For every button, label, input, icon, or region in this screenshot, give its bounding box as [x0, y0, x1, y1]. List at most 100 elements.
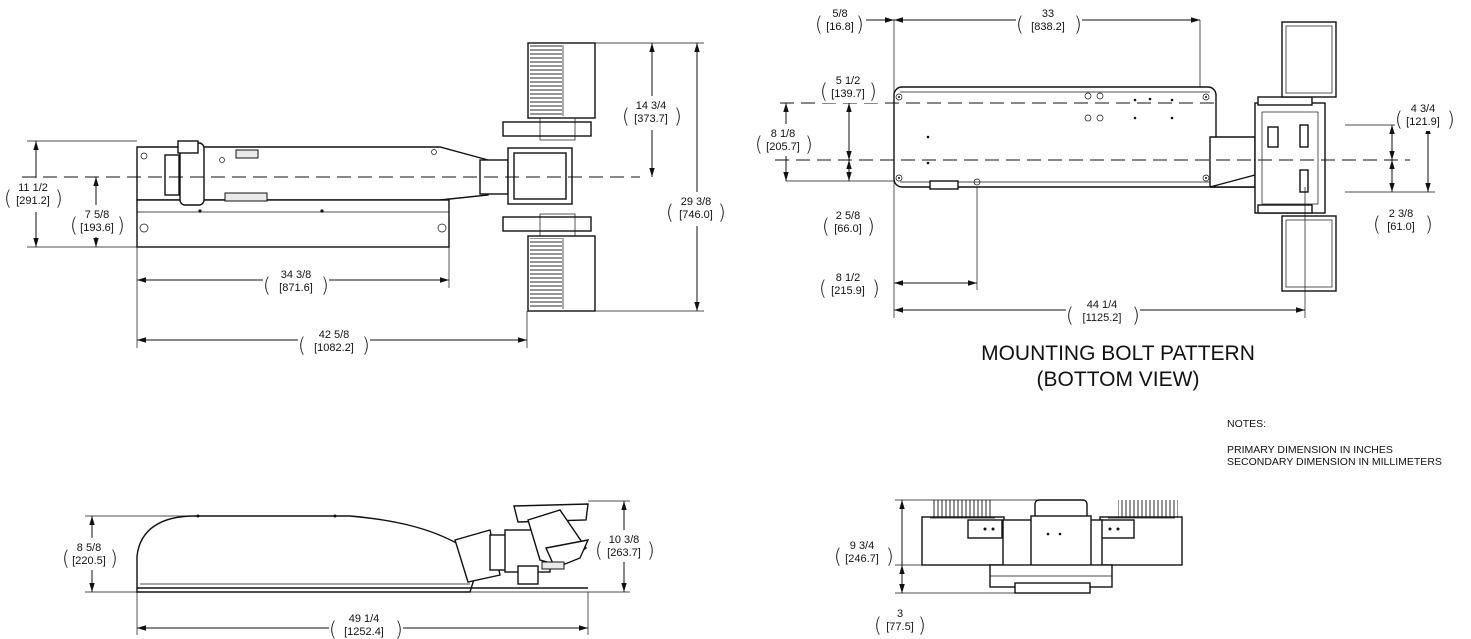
svg-text:(: (	[70, 213, 78, 237]
svg-text:(: (	[834, 544, 842, 568]
svg-text:(: (	[263, 273, 271, 297]
svg-text:): )	[674, 104, 682, 128]
dim-mm: [263.7]	[607, 547, 641, 559]
svg-text:): )	[869, 79, 877, 103]
svg-text:(: (	[755, 132, 763, 156]
dim-in: 33	[1042, 8, 1054, 20]
dim-first-bolt: () 8 1/2 [215.9]	[819, 268, 881, 300]
svg-text:): )	[362, 333, 370, 357]
notes-block: NOTES: PRIMARY DIMENSION IN INCHES SECON…	[1227, 418, 1442, 468]
dim-in: 2 3/8	[1389, 208, 1413, 220]
dim-mm: [121.9]	[1406, 116, 1440, 128]
svg-text:(: (	[1016, 12, 1024, 36]
svg-text:): )	[856, 12, 864, 36]
dim-in: 7 5/8	[85, 209, 109, 221]
notes-heading: NOTES:	[1227, 418, 1266, 430]
svg-text:(: (	[815, 12, 823, 36]
dim-head-half: () 14 3/4 [373.7]	[622, 96, 682, 130]
svg-text:): )	[117, 213, 125, 237]
svg-text:): )	[321, 273, 329, 297]
dim-body-height: () 8 5/8 [220.5]	[62, 538, 118, 570]
dim-slot-upper: () 4 3/4 [121.9]	[1395, 99, 1455, 131]
dim-overall-bolt: () 44 1/4 [1125.2]	[1066, 295, 1140, 327]
svg-text:): )	[718, 200, 726, 224]
dim-overall-length: () 42 5/8 [1082.2]	[298, 324, 370, 358]
dim-in: 11 1/2	[18, 182, 48, 194]
caption-subtitle: (BOTTOM VIEW)	[1037, 368, 1200, 391]
svg-text:(: (	[595, 538, 603, 562]
svg-text:(: (	[1395, 107, 1403, 131]
dim-mm: [139.7]	[831, 88, 865, 100]
dim-in: 34 3/8	[281, 269, 312, 281]
dim-mm: [291.2]	[16, 195, 50, 207]
svg-text:(: (	[622, 104, 630, 128]
svg-text:(: (	[822, 214, 830, 238]
dim-mm: [246.7]	[845, 553, 879, 565]
svg-text:(: (	[1066, 303, 1074, 327]
dim-mm: [1125.2]	[1083, 312, 1122, 324]
svg-text:): )	[805, 132, 813, 156]
dim-lower-offset: () 2 5/8 [66.0]	[822, 206, 876, 238]
dim-in: 10 3/8	[609, 534, 640, 546]
dim-head-height: () 10 3/8 [263.7]	[595, 530, 655, 562]
dim-mm: [215.9]	[831, 285, 865, 297]
dim-body-length: () 34 3/8 [871.6]	[263, 265, 329, 297]
dim-mm: [77.5]	[886, 621, 914, 633]
dim-in: 8 1/8	[771, 128, 795, 140]
svg-text:): )	[1447, 107, 1455, 131]
dim-in: 2 5/8	[836, 210, 860, 222]
svg-text:(: (	[1373, 212, 1381, 236]
dim-upper-offset: () 5 1/2 [139.7]	[820, 71, 878, 103]
svg-text:): )	[1074, 12, 1082, 36]
svg-text:): )	[886, 544, 894, 568]
dim-edge-offset: () 5/8 [16.8]	[815, 4, 865, 36]
dim-in: 42 5/8	[319, 329, 350, 341]
dim-in: 49 1/4	[349, 613, 380, 625]
dim-in: 9 3/4	[850, 540, 874, 552]
dim-mm: [746.0]	[679, 209, 713, 221]
dim-mm: [61.0]	[1387, 221, 1415, 233]
dim-in: 8 5/8	[77, 542, 101, 554]
dim-bolt-height: () 8 1/8 [205.7]	[755, 124, 815, 156]
svg-text:(: (	[62, 546, 70, 570]
dim-in: 5/8	[832, 8, 847, 20]
svg-text:(: (	[874, 613, 882, 637]
dim-base-height: () 3 [77.5]	[874, 604, 928, 637]
dim-in: 14 3/4	[636, 100, 667, 112]
dim-head-width: () 29 3/8 [746.0]	[666, 192, 726, 226]
caption-title: MOUNTING BOLT PATTERN	[981, 342, 1255, 365]
svg-text:(: (	[298, 333, 306, 357]
svg-text:): )	[1132, 303, 1140, 327]
svg-text:(: (	[820, 79, 828, 103]
dim-mm: [220.5]	[72, 555, 106, 567]
dim-mm: [871.6]	[279, 282, 313, 294]
dim-side-length: () 49 1/4 [1252.4]	[329, 608, 403, 639]
dim-in: 3	[897, 608, 903, 620]
svg-text:): )	[55, 186, 63, 210]
dim-mm: [193.6]	[80, 222, 114, 234]
dim-in: 29 3/8	[681, 196, 712, 208]
dim-mm: [838.2]	[1031, 21, 1065, 33]
dim-in: 44 1/4	[1087, 299, 1118, 311]
dim-slot-lower: () 2 3/8 [61.0]	[1373, 204, 1433, 236]
svg-text:): )	[395, 617, 403, 639]
notes-line-1: PRIMARY DIMENSION IN INCHES	[1227, 444, 1393, 456]
svg-text:): )	[872, 276, 880, 300]
svg-text:(: (	[4, 186, 12, 210]
dim-bolt-span: () 33 [838.2]	[1016, 4, 1082, 36]
notes-line-2: SECONDARY DIMENSION IN MILLIMETERS	[1227, 456, 1442, 468]
svg-text:): )	[1425, 212, 1433, 236]
dim-mm: [1082.2]	[314, 342, 354, 354]
bottom-view	[775, 17, 1435, 318]
dim-mm: [16.8]	[826, 21, 854, 33]
top-view	[22, 42, 704, 348]
svg-text:): )	[867, 214, 875, 238]
svg-text:(: (	[329, 617, 337, 639]
dim-end-height: () 9 3/4 [246.7]	[834, 536, 894, 568]
dim-in: 8 1/2	[836, 272, 860, 284]
dim-overall-height: () 11 1/2 [291.2]	[3, 178, 63, 212]
dim-mm: [205.7]	[766, 141, 800, 153]
svg-text:): )	[647, 538, 655, 562]
dim-mm: [1252.4]	[344, 626, 384, 638]
